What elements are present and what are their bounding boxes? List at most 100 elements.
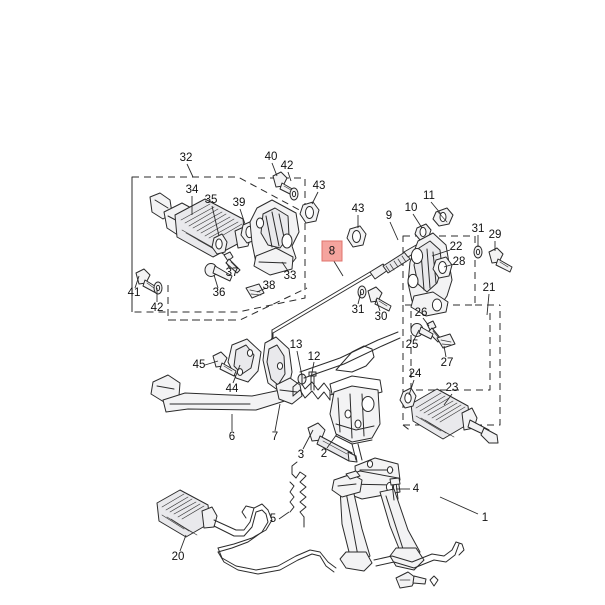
- part-43-collar-lower: [346, 225, 367, 248]
- callout-30: 30: [375, 298, 388, 323]
- callout-2: 2: [321, 433, 338, 460]
- callout-45: 45: [193, 359, 219, 371]
- part-37-screw: [223, 251, 241, 274]
- callout-27: 27: [441, 345, 454, 369]
- callout-22: 22: [431, 241, 463, 257]
- callout-37: 37: [226, 261, 239, 279]
- callout-29: 29: [489, 229, 502, 251]
- callout-26: 26: [415, 307, 430, 327]
- part-35-washer-left: [211, 233, 228, 255]
- callout-6: 6: [229, 414, 235, 443]
- part-6-brake-pedal: [150, 374, 292, 413]
- callout-label: 41: [128, 287, 141, 299]
- part-11-joint: [432, 207, 454, 227]
- callout-39: 39: [233, 197, 246, 225]
- part-43-collar-upper: [299, 201, 320, 224]
- part-41-bolt-left: [135, 268, 159, 294]
- part-20-rear-footrest: [156, 489, 337, 575]
- part-1-main-stand: [339, 457, 465, 572]
- callout-32: 32: [180, 152, 194, 178]
- callout-31-left: 31: [352, 291, 365, 316]
- group-boundary-right-footrest-inner: [410, 311, 491, 391]
- part-31-washer-center: [357, 285, 367, 299]
- callout-34: 34: [186, 184, 199, 215]
- part-2-stopper: [331, 470, 363, 498]
- callout-3: 3: [298, 429, 314, 461]
- callout-label: 29: [489, 229, 502, 241]
- callout-label: 34: [186, 184, 199, 196]
- callout-4: 4: [396, 483, 420, 495]
- part-42-washer-top: [289, 187, 299, 201]
- callout-label: 10: [405, 202, 418, 214]
- part-25-pin-right: [410, 323, 434, 340]
- callout-44: 44: [226, 364, 241, 395]
- callout-label: 3: [298, 449, 304, 461]
- part-27-clip-right: [436, 333, 456, 349]
- part-3-bolt-center: [307, 422, 358, 463]
- callout-label: 22: [450, 241, 463, 253]
- part-4-pin-stand: [389, 477, 401, 501]
- callout-23: 23: [443, 382, 459, 406]
- callout-label: 42: [281, 160, 294, 172]
- callout-12: 12: [308, 351, 320, 379]
- callout-label: 6: [229, 431, 235, 443]
- callout-9: 9: [386, 210, 399, 241]
- callout-31-right: 31: [472, 223, 485, 247]
- part-30-bolt-center: [367, 286, 392, 312]
- highlight-box: [321, 240, 343, 262]
- callout-28: 28: [443, 256, 466, 268]
- part-31-washer-right: [473, 245, 483, 259]
- callout-label: 43: [352, 203, 365, 215]
- callout-label: 42: [151, 302, 164, 314]
- callout-label: 21: [483, 282, 496, 294]
- callout-label: 24: [409, 368, 422, 380]
- callout-label: 39: [233, 197, 246, 209]
- callout-label: 2: [321, 448, 327, 460]
- callout-label: 33: [284, 270, 297, 282]
- part-23-footrest-rubber-right: [410, 388, 499, 444]
- part-24-washer-right: [399, 387, 417, 409]
- callout-label: 4: [413, 483, 420, 495]
- callout-43-lower: 43: [352, 203, 365, 228]
- callout-label: 30: [375, 311, 388, 323]
- callout-label: 32: [180, 152, 193, 164]
- group-boundary-left-footrest: [131, 176, 306, 313]
- part-45-bolt-pedal: [212, 351, 237, 377]
- callout-42-top: 42: [281, 160, 294, 182]
- callout-label: 26: [415, 307, 428, 319]
- callout-label: 27: [441, 357, 454, 369]
- callout-13: 13: [290, 339, 303, 377]
- callout-42-left: 42: [151, 288, 164, 314]
- callout-43-upper: 43: [311, 180, 326, 205]
- callout-label: 40: [265, 151, 278, 163]
- callout-label: 37: [226, 267, 239, 279]
- callout-label: 38: [263, 280, 276, 292]
- callout-21: 21: [483, 282, 496, 316]
- callout-label: 25: [406, 339, 419, 351]
- engine-frame-body: [299, 331, 401, 461]
- callout-label: 31: [352, 304, 365, 316]
- callout-5: 5: [270, 511, 290, 525]
- callout-label: 8: [329, 246, 335, 258]
- callout-8-highlighted[interactable]: 8: [321, 240, 344, 277]
- callout-label: 28: [453, 256, 466, 268]
- callout-label: 23: [446, 382, 459, 394]
- callout-label: 45: [193, 359, 206, 371]
- callout-40: 40: [265, 151, 278, 177]
- callout-label: 35: [205, 194, 218, 206]
- callout-label: 31: [472, 223, 485, 235]
- callout-label: 13: [290, 339, 303, 351]
- callout-layer: 1 2 3 4 5 6 7 9 10 11 12 13 20 21 22 23 …: [128, 151, 502, 563]
- callout-label: 43: [313, 180, 326, 192]
- callout-label: 1: [482, 512, 488, 524]
- callout-label: 9: [386, 210, 392, 222]
- callout-33: 33: [281, 261, 297, 282]
- group-boundary-left-footrest-outer: [167, 285, 308, 321]
- callout-label: 44: [226, 383, 239, 395]
- part-42-washer-left: [153, 281, 163, 295]
- callout-36: 36: [213, 274, 225, 299]
- callout-10: 10: [405, 202, 423, 229]
- part-28-collar-right: [432, 256, 453, 279]
- callout-41: 41: [128, 275, 141, 299]
